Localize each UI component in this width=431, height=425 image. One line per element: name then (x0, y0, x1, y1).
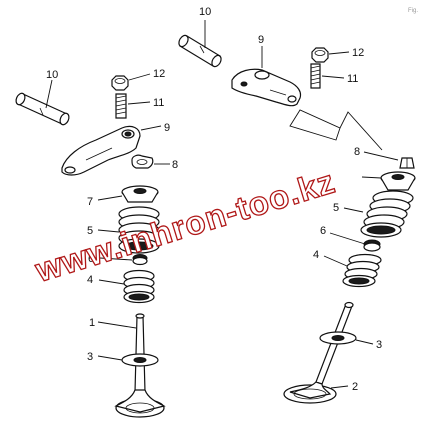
leader-10-left (45, 79, 53, 109)
leader-4-right (323, 255, 348, 267)
adjust-screw-left (115, 93, 127, 119)
callout-5-right: 5 (333, 202, 339, 214)
watermark-text: www.inhron-too.kz (30, 162, 339, 289)
callout-11-upper: 11 (347, 73, 358, 85)
adjust-nut-upper (311, 47, 329, 63)
callout-2: 2 (352, 381, 358, 393)
callout-4-left: 4 (87, 274, 93, 286)
callout-5-left: 5 (87, 225, 93, 237)
leader-4-left (98, 279, 125, 285)
callout-10-left: 10 (46, 69, 58, 81)
callout-6-left: 6 (88, 253, 94, 265)
leader-12-upper (328, 51, 350, 55)
callout-8-left: 8 (172, 159, 178, 171)
leader-5-left (97, 229, 120, 233)
stem-seal-left (121, 353, 159, 367)
outer-spring-right (360, 190, 414, 238)
leader-1 (97, 321, 137, 329)
callout-11-left: 11 (153, 97, 164, 109)
adjust-screw-upper (310, 63, 321, 89)
rocker-shaft-left (15, 92, 70, 126)
spring-seat-right (363, 239, 381, 252)
outer-spring-left (118, 206, 160, 254)
callout-3-right: 3 (376, 339, 382, 351)
callout-9-upper: 9 (258, 34, 264, 46)
leader-9-left (140, 125, 162, 131)
callout-3-left: 3 (87, 351, 93, 363)
spring-retainer-right (380, 171, 416, 191)
spring-seat-left (132, 254, 148, 266)
valve-right (283, 301, 354, 404)
callout-1: 1 (89, 317, 95, 329)
leader-6-left (99, 257, 133, 261)
callout-9-left: 9 (164, 122, 170, 134)
rocker-arm-left (61, 125, 141, 176)
valve-cotter-right (399, 157, 415, 169)
assembly-guide-right-b (339, 111, 383, 151)
rocker-shaft-upper (178, 34, 222, 68)
callout-12-left: 12 (153, 68, 165, 80)
callout-4-right: 4 (313, 249, 319, 261)
corner-mark: Fig. (408, 8, 418, 14)
stem-seal-right (319, 331, 357, 345)
callout-10-upper: 10 (199, 6, 211, 18)
callout-6-right: 6 (320, 225, 326, 237)
leader-12-left (128, 73, 151, 81)
leader-11-left (127, 101, 151, 105)
rocker-arm-upper (231, 68, 302, 107)
inner-spring-right (342, 253, 382, 288)
valve-cotter-left (131, 154, 154, 169)
assembly-guide-right (289, 109, 341, 141)
inner-spring-left (123, 269, 155, 304)
leader-6-right (329, 232, 366, 245)
leader-7-left (97, 195, 123, 201)
leader-3-left (97, 355, 123, 361)
leader-5-right (343, 207, 364, 213)
callout-7: 7 (87, 196, 93, 208)
leader-7-right (361, 176, 382, 179)
leader-3-right (355, 339, 374, 345)
leader-8-right (363, 151, 399, 161)
spring-retainer-left (121, 185, 159, 203)
callout-12-upper: 12 (352, 47, 364, 59)
leader-2 (330, 385, 349, 389)
leader-11-upper (321, 75, 345, 79)
callout-8-right: 8 (354, 146, 360, 158)
adjust-nut-left (111, 75, 129, 91)
